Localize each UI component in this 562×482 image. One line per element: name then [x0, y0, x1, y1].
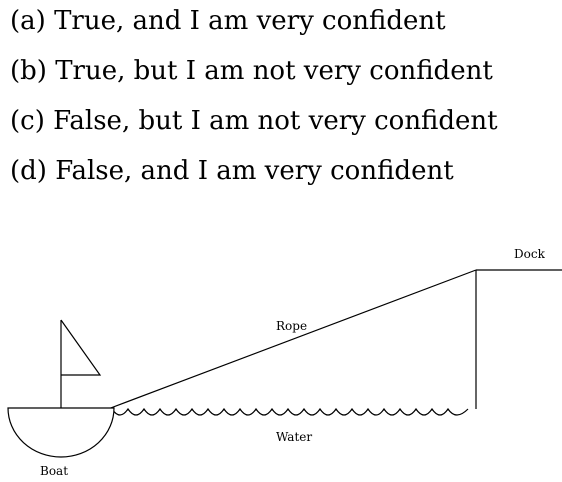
- water-label: Water: [276, 430, 312, 444]
- option-b-text: True, but I am not very confident: [55, 56, 493, 86]
- option-d: (d) False, and I am very confident: [10, 156, 454, 186]
- boat-sail: [60, 319, 102, 376]
- option-c-letter: (c): [10, 106, 45, 136]
- rope-label: Rope: [276, 319, 307, 333]
- water-waves: [111, 407, 469, 416]
- boat-label: Boat: [40, 464, 68, 478]
- option-b-letter: (b): [10, 56, 47, 86]
- option-c: (c) False, but I am not very confident: [10, 106, 498, 136]
- option-d-text: False, and I am very confident: [55, 156, 454, 186]
- option-a-text: True, and I am very confident: [54, 6, 446, 36]
- dock-label: Dock: [514, 247, 546, 261]
- option-b: (b) True, but I am not very confident: [10, 56, 493, 86]
- option-a: (a) True, and I am very confident: [10, 6, 446, 36]
- rope-line: [107, 269, 477, 410]
- option-a-letter: (a): [10, 6, 46, 36]
- option-d-letter: (d): [10, 156, 47, 186]
- boat-hull: [7, 407, 115, 458]
- option-c-text: False, but I am not very confident: [53, 106, 498, 136]
